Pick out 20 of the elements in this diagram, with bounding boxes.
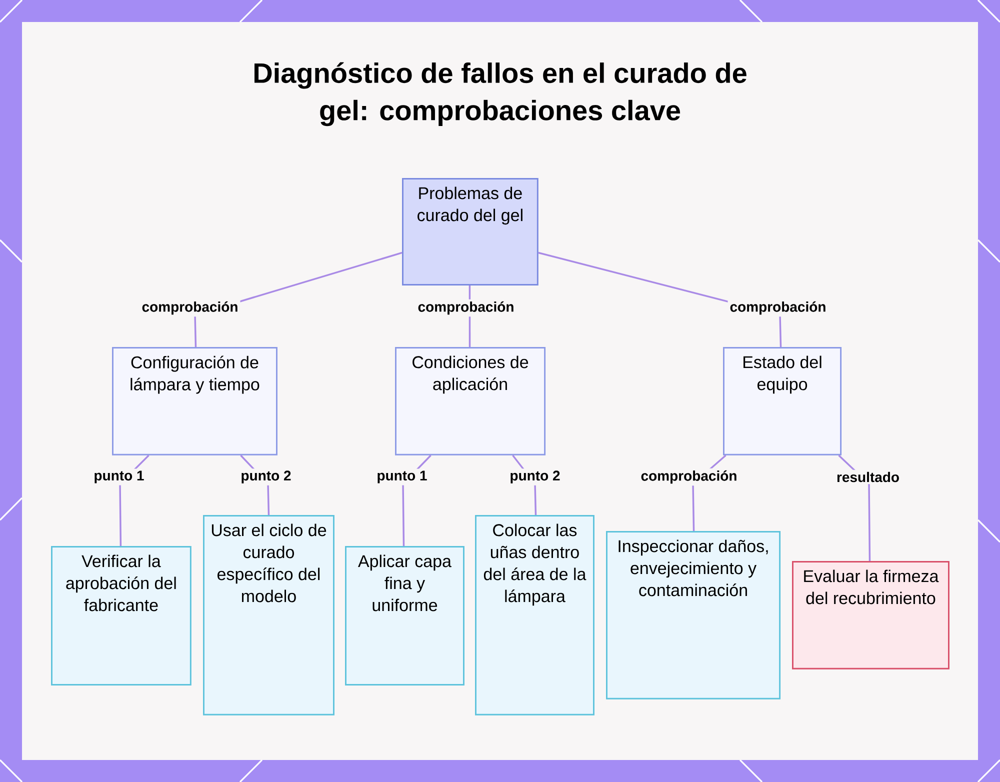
category-box: Configuración de lámpara y tiempo <box>112 347 278 456</box>
category-box: Condiciones de aplicación <box>395 347 546 456</box>
action-box: Usar el ciclo de curado específico del modelo <box>203 515 334 716</box>
edge-label: punto 2 <box>238 468 294 486</box>
action-box: Inspeccionar daños, envejecimiento y contaminación <box>606 531 781 700</box>
title: Diagnóstico de fallos en el curado de gel: comprobaciones clave <box>254 62 746 126</box>
edge-label: comprobación <box>416 299 516 317</box>
action-box: Verificar la aprobación del fabricante <box>51 546 192 686</box>
edge-label: punto 1 <box>374 468 430 486</box>
action-box: Colocar las uñas dentro del área de la lámpara <box>475 515 594 716</box>
action-box: Aplicar capa fina y uniforme <box>345 546 464 686</box>
category-box: Estado del equipo <box>723 347 842 456</box>
root-box: Problemas de curado del gel <box>402 178 538 286</box>
edge-label: comprobación <box>638 468 740 486</box>
edge-label: comprobación <box>728 299 828 317</box>
edge-label: comprobación <box>140 299 240 317</box>
edge-label: resultado <box>834 470 902 484</box>
result-box: Evaluar la firmeza del recubrimiento <box>792 561 950 670</box>
edge-label: punto 2 <box>508 468 562 486</box>
edge-label: punto 1 <box>92 468 146 486</box>
